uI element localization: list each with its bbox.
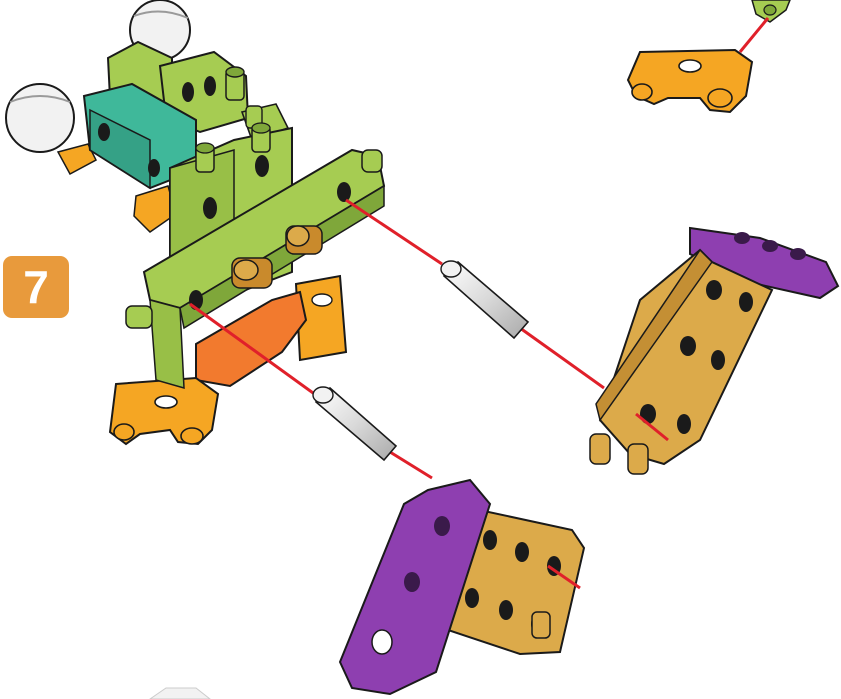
tan-purple-leg-right (590, 228, 838, 474)
tan-purple-leg-bottom (340, 480, 584, 694)
axle-pin-upper (441, 261, 528, 338)
partial-piece-bottom (150, 688, 210, 699)
guide-line-lower-2 (390, 452, 432, 478)
step-number: 7 (23, 264, 49, 310)
step-number-badge: 7 (3, 256, 69, 318)
orange-clip-top-right (628, 50, 752, 112)
green-peg-partial-top (752, 0, 790, 22)
wheel-icon (6, 84, 74, 152)
orange-clip-left (110, 378, 218, 444)
guide-line-top-right (740, 18, 768, 52)
guide-line-upper (346, 200, 442, 264)
axle-pin-lower (313, 387, 396, 460)
guide-line-upper-2 (520, 328, 604, 388)
